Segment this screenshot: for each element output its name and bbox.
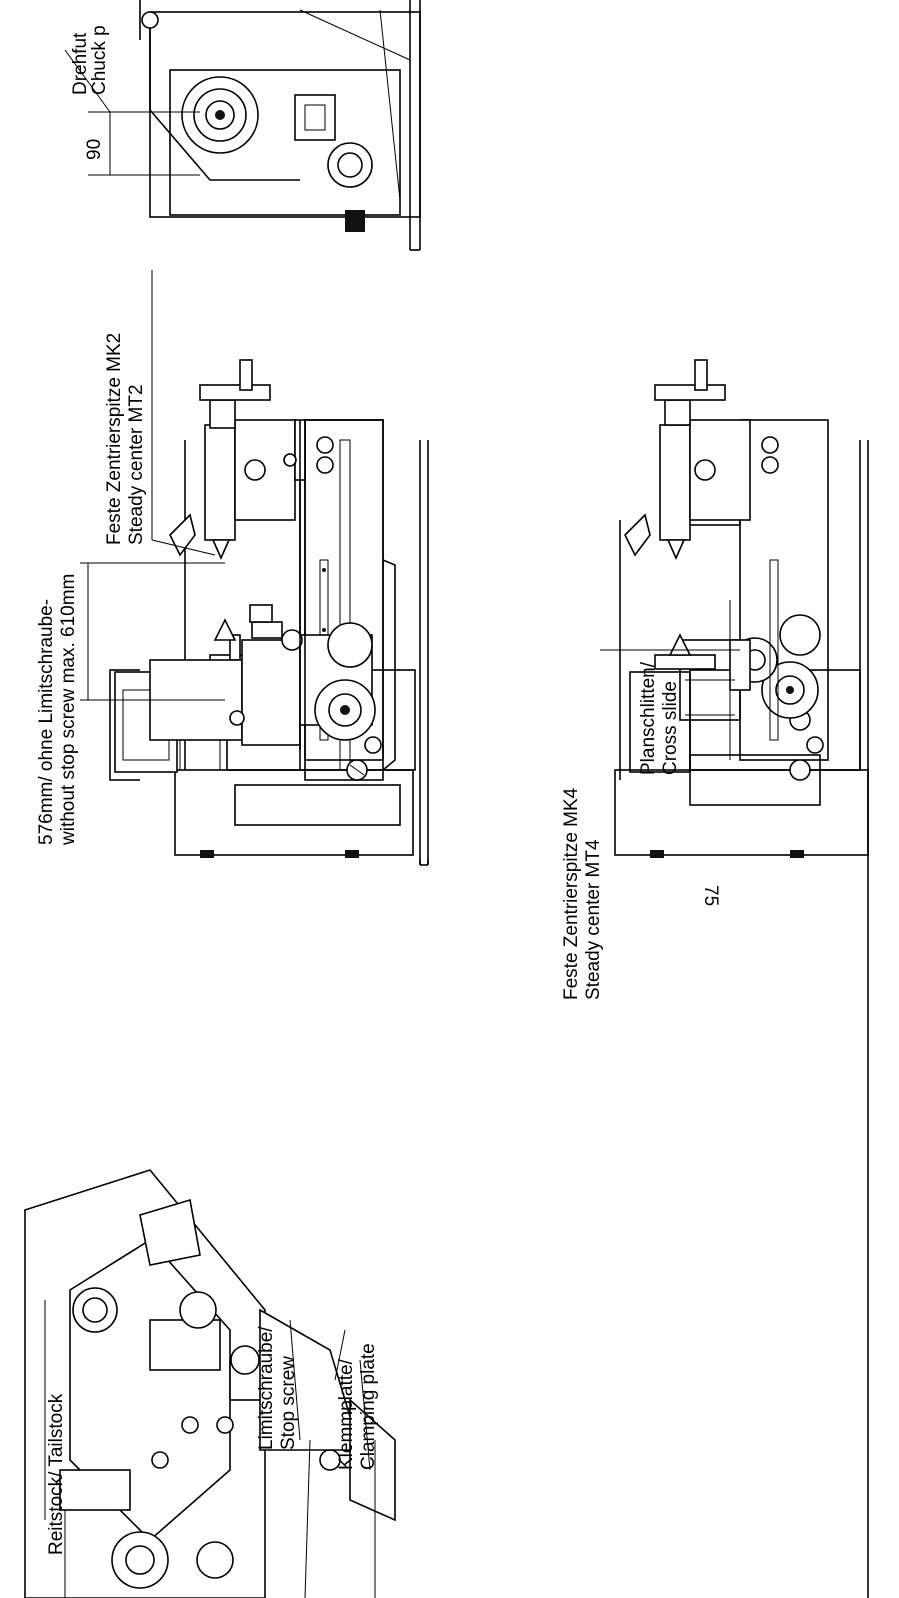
- end-view-drawing: [139, 0, 421, 251]
- dim-75-label: 75: [700, 885, 721, 906]
- dimension-576: [80, 562, 225, 701]
- clamping-plate-label-line2: Clamping plate: [358, 1343, 379, 1470]
- steady-center-mk4-label-line2: Steady center MT4: [583, 839, 604, 1000]
- steady-center-mk2-label-line2: Steady center MT2: [126, 384, 147, 545]
- steady-center-mk4-label-line1: Feste Zentrierspitze MK4: [561, 787, 582, 1000]
- cross-slide-label-line2: Cross slide: [660, 681, 681, 775]
- leader-lines-tailstock: [44, 1300, 376, 1598]
- tailstock-perspective: [24, 1169, 396, 1598]
- stop-dim-label-line1: 576mm/ ohne Limitschraube-: [36, 599, 57, 845]
- clamping-plate-label-line1: Klemmplatte/: [336, 1358, 357, 1470]
- dim-90-label: 90: [84, 139, 105, 160]
- stop-screw-label-line1: Limitschraube/: [256, 1326, 277, 1450]
- dimension-90: [64, 49, 200, 176]
- cross-slide-label-line1: Planschlitten/: [638, 661, 659, 775]
- steady-center-mk2-label-line1: Feste Zentrierspitze MK2: [104, 333, 125, 545]
- lathe-side-view: [114, 340, 440, 866]
- lathe-side-view-bottom: [299, 359, 869, 1598]
- tailstock-label: Reitstock/ Tailstock: [46, 1393, 67, 1555]
- chuck-label-line2: Chuck p: [89, 25, 110, 95]
- chuck-label-line1: Drehfut: [70, 32, 91, 95]
- stop-dim-label-line2: without stop screw max. 610mm: [58, 574, 79, 846]
- stop-screw-label-line2: Stop screw: [278, 1356, 299, 1450]
- dimension-75: [600, 600, 740, 760]
